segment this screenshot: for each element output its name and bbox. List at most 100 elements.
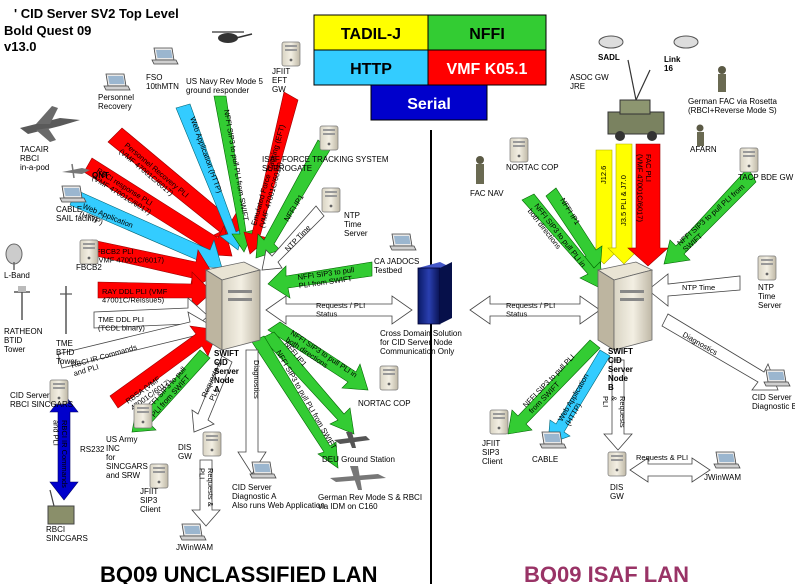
ntp-right-pc-icon [757,255,777,281]
label-fbcb2: FBCB2 [76,263,102,272]
arrow-req-dis-left [191,355,233,433]
diag-b-laptop-icon [763,369,791,387]
lband-antenna-icon [5,243,23,270]
arrow-nffi-ip1-deu [261,331,355,435]
label-nortac-right: NORTAC COP [506,163,559,172]
arrow-web-app-fso-text: Web Application (HTTP) [188,116,224,195]
arrow-nffi-tacp [663,167,757,265]
jfiit-sip3-left-pc-icon [149,463,169,489]
sadl-antenna-icon [598,35,624,49]
devices [5,31,791,541]
label-rs232: RS232 [80,445,105,454]
legend-nffi-label: NFFI [469,26,505,43]
cross-domain-server-icon [417,262,452,325]
arrow-diagnostics-b [661,313,779,391]
label-tacp: TACP BDE GW [738,173,794,182]
rbci-sincgars-icon [47,489,75,525]
arrow-nffi-both-left [267,321,369,391]
arrow-nffi-tacp-text: NFFI SIP3 to pull PLI fromSWIFT [675,182,752,254]
label-nortac-left: NORTAC COP [358,399,411,408]
jadocs-laptop-icon [389,233,417,251]
usarmy-pc-icon [133,403,153,429]
arrow-ntp-left [261,205,325,271]
fbcb2-pc-icon [79,239,99,265]
fac-nav-soldier-icon [476,156,484,184]
arrow-tme-ddl-text: TME DDL PLI(TCDL binary) [98,315,145,332]
tacp-pc-icon [739,147,759,173]
fso-laptop-icon [151,47,179,65]
diag-a-laptop-icon [249,461,277,479]
arrow-diagnostics-a-text: Diagnostics [252,360,261,399]
arrow-nffi-jadocs-text: NFFI SIP3 to pullPLI from SWIFT [297,265,356,290]
arrow-j12-6-text: J12.6 [599,166,608,184]
arrow-req-jwin-left-text: Requests &PLI [198,468,215,507]
lan-right-label: BQ09 ISAF LAN [524,562,689,584]
c160-aircraft-icon [330,466,386,490]
asoc-vehicle-icon [607,59,665,141]
ntp-left-pc-icon [321,187,341,213]
raytheon-tower-icon [14,286,30,320]
arrow-nffi-ip1-right [545,187,603,273]
label-jwinwam-left: JWinWAM [176,543,213,552]
afarn-soldier-icon [696,124,704,146]
arrow-req-jwin-right [629,457,711,483]
dis-left-pc-icon [202,431,222,457]
server-node-a-icon [204,261,262,351]
personnel-laptop-icon [103,73,131,91]
jwinwam-left-laptop-icon [179,523,207,541]
lan-left-label: BQ09 UNCLASSIFIED LAN [100,562,377,584]
arrow-fac-pli [627,143,669,267]
label-afarn: AFARN [690,145,717,154]
arrow-j3-5 [607,143,641,265]
nortac-right-pc-icon [509,137,529,163]
deu-aircraft-icon [334,432,370,448]
tacair-aircraft-icon [20,106,80,142]
arrow-req-jwin-left [191,459,221,527]
link16-antenna-icon [673,35,699,49]
legend-vmf-label: VMF K05.1 [447,61,528,78]
arrow-nffi-jadocs [267,261,373,299]
arrow-ntp-right-text: NTP Time [682,283,715,292]
arrow-serial-rbci [49,393,79,501]
diagram-title: ' CID Server SV2 Top Level [14,6,179,21]
arrow-req-jwin-right-text: Requests & PLI [636,453,688,462]
label-jwinwam-right: JWinWAM [704,473,741,482]
dis-right-pc-icon [607,451,627,477]
helicopter-icon [212,31,253,43]
arrow-nffi-jfiit-right [507,339,601,435]
arrow-fbcb2-pli [91,239,215,291]
arrow-req-status-mid [265,295,413,325]
label-deu: DEU Ground Station [322,455,395,464]
german-fac-soldier-icon [718,66,726,92]
legend-http-label: HTTP [350,61,392,78]
legend-tadilj-label: TADIL-J [341,26,401,43]
jfiit-eft-pc-icon [281,41,301,67]
label-german-fac: German FAC via Rosetta(RBCI+Reverse Mode… [688,97,777,115]
tme-tower-icon [60,286,72,334]
protocol-legend: TADIL-J NFFI HTTP VMF K05.1 Serial [313,14,547,121]
legend-nffi-swatch [427,14,547,51]
arrow-req-dis-right-text: Requests&PLI [601,396,627,428]
